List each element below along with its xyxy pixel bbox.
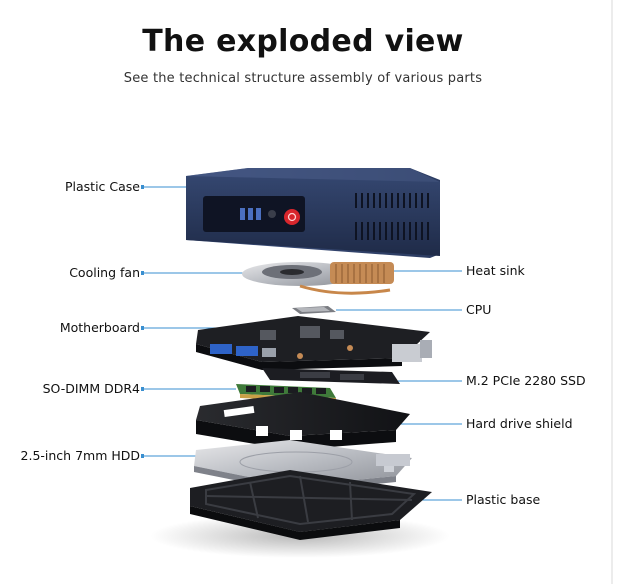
label-so-dimm-ddr4: SO-DIMM DDR4 [42,381,140,396]
motherboard [196,316,432,370]
label-plastic-case: Plastic Case [65,179,140,194]
label-cooling-fan: Cooling fan [69,265,140,280]
plastic-base [150,470,450,558]
label-cpu: CPU [466,302,492,317]
page-subtitle: See the technical structure assembly of … [123,71,483,86]
page-title: The exploded view [142,24,464,59]
label-m2-ssd: M.2 PCIe 2280 SSD [466,373,586,388]
cooling-fan-heat-sink [242,262,394,295]
m2-ssd [262,368,400,384]
label-plastic-base: Plastic base [466,492,541,507]
leader-dots [141,185,144,458]
page-edge-rule [611,0,613,584]
label-heat-sink: Heat sink [466,263,525,278]
label-motherboard: Motherboard [59,320,140,335]
cpu-chip [292,306,336,314]
label-hard-drive-shield: Hard drive shield [466,416,573,431]
label-hdd: 2.5-inch 7mm HDD [20,448,140,463]
hard-drive-shield [196,392,410,450]
leader-lines [143,186,462,501]
plastic-case [186,168,440,258]
